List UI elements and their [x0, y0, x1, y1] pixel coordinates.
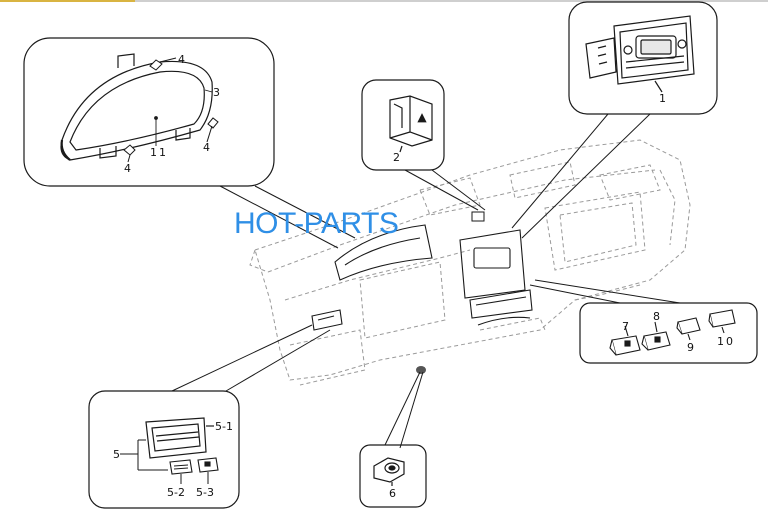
top-rule [0, 0, 768, 2]
label-cluster-center: 11 [150, 146, 168, 159]
watermark-text: HOT-PARTS [234, 207, 399, 240]
dash-radio-outline [459, 229, 533, 326]
leader-lines [171, 113, 681, 449]
cluster-callout-box [23, 37, 275, 187]
dash-knob-mark [416, 366, 426, 374]
knob-drawing [373, 457, 405, 486]
switch-8-drawing [641, 321, 671, 351]
switch-7-drawing [609, 325, 641, 356]
vent-switch-left-drawing [169, 459, 193, 475]
label-vent-switch-right: 5-3 [196, 486, 214, 499]
label-vent-housing: 5-1 [215, 420, 233, 433]
label-instrument-cluster: 3 [213, 86, 220, 99]
cluster-label-leaders [155, 89, 213, 146]
label-switch-10: 10 [717, 335, 735, 348]
instrument-cluster-drawing [60, 53, 213, 161]
label-vent-switch-left: 5-2 [167, 486, 185, 499]
radio-drawing [585, 15, 695, 93]
label-screw-bottom: 4 [124, 162, 131, 175]
label-knob: 6 [389, 487, 396, 500]
knob-callout-box [359, 444, 427, 508]
dash-vent-outline [311, 309, 343, 331]
label-screw-top: 4 [178, 53, 185, 66]
screw-bottom [123, 144, 136, 163]
label-switch-8: 8 [653, 310, 660, 323]
switch-9-drawing [676, 317, 701, 341]
label-screw-right: 4 [203, 141, 210, 154]
switch-10-drawing [708, 309, 736, 334]
vent-switch-right-drawing [197, 457, 219, 473]
label-radio: 1 [659, 92, 666, 105]
dash-cluster-outline [334, 224, 433, 281]
dashboard-assembly [249, 139, 691, 386]
screw-right [206, 117, 219, 143]
label-switch-7: 7 [622, 320, 629, 333]
label-vent-assembly: 5 [113, 448, 120, 461]
label-hazard-switch: 2 [393, 151, 400, 164]
hazard-switch-drawing [389, 95, 433, 153]
dash-hazard-outline [471, 211, 485, 222]
vent-housing-drawing [145, 417, 214, 459]
hazard-callout-box [361, 79, 445, 171]
screw-top [149, 57, 177, 71]
vent-bracket [120, 439, 209, 484]
top-accent-bar [0, 0, 135, 2]
label-switch-9: 9 [687, 341, 694, 354]
